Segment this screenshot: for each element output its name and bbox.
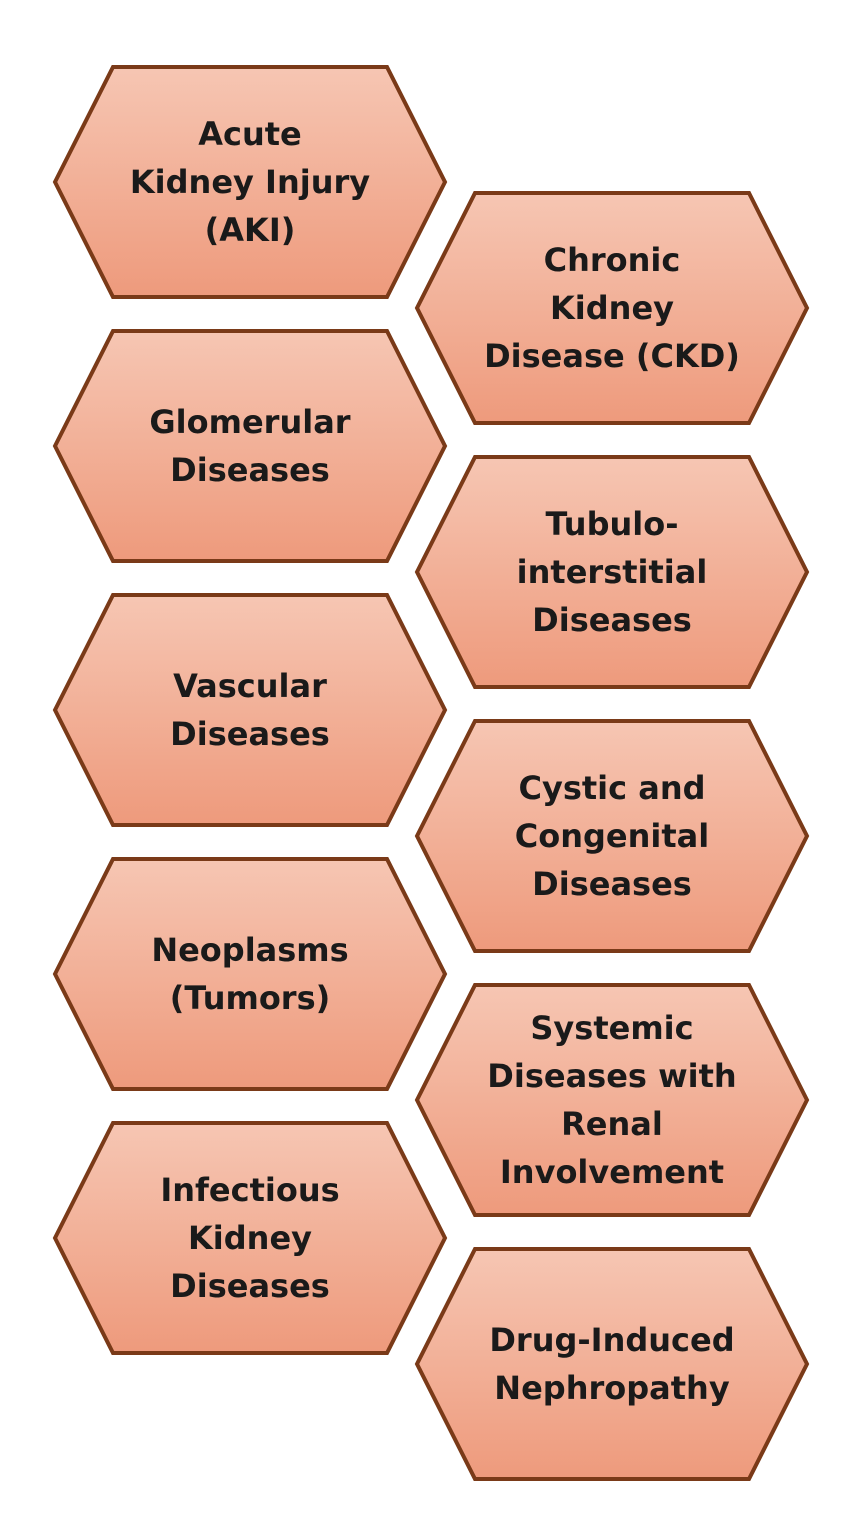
hexagon-6 xyxy=(414,719,810,953)
hexagon-4 xyxy=(414,455,810,689)
hexagon-2 xyxy=(414,191,810,425)
hexagon-5 xyxy=(52,593,448,827)
hexagon-10 xyxy=(414,1247,810,1481)
hexagon-3 xyxy=(52,329,448,563)
hexagon-7 xyxy=(52,857,448,1091)
hexagon-8 xyxy=(414,983,810,1217)
hexagon-1 xyxy=(52,65,448,299)
hexagon-9 xyxy=(52,1121,448,1355)
